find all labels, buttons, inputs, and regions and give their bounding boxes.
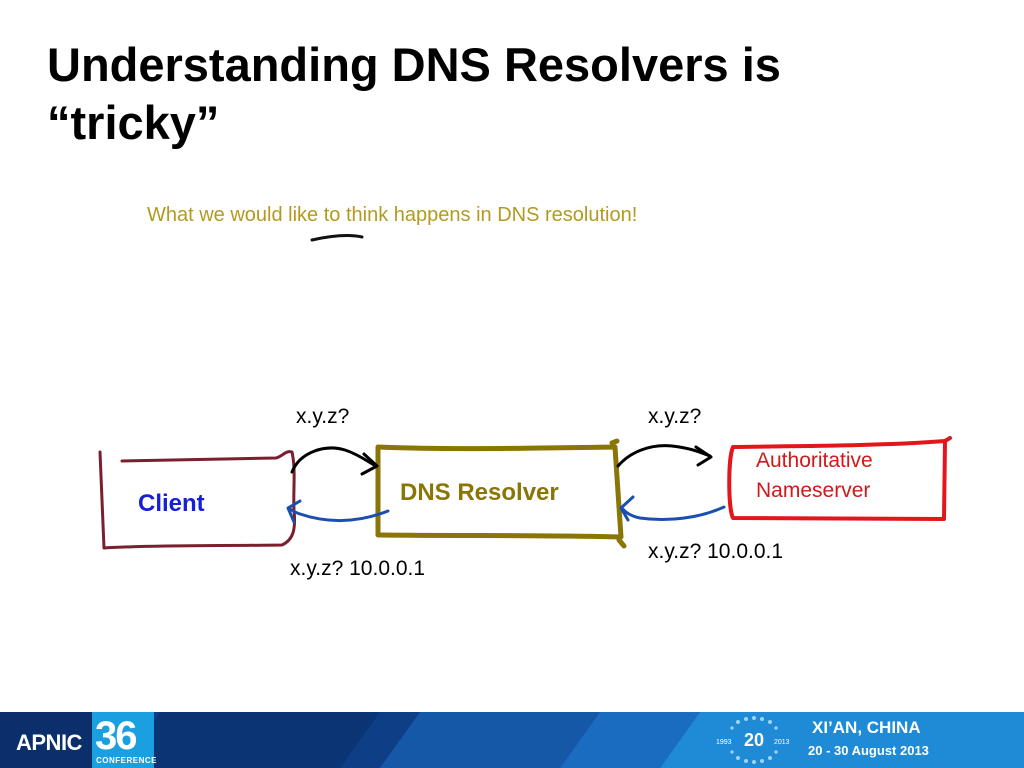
query-arrow-2 — [616, 444, 712, 468]
query-label-resolver-auth: x.y.z? — [648, 405, 702, 428]
answer-arrow-2 — [620, 505, 726, 521]
resolver-label: DNS Resolver — [400, 479, 559, 506]
conference-number: 36 — [95, 714, 137, 758]
anniv-year-start: 1993 — [716, 739, 732, 746]
slide-title: Understanding DNS Resolvers is “tricky” — [47, 38, 781, 149]
query-arrow-1 — [290, 446, 378, 474]
anniversary-logo: 1993 20 2013 — [716, 716, 790, 764]
resolver-box-corner — [609, 438, 627, 549]
query-label-client-resolver: x.y.z? — [296, 405, 350, 428]
apnic-logo-text: APNIC — [16, 730, 82, 755]
client-label: Client — [138, 490, 205, 517]
auth-label-line2: Nameserver — [756, 479, 871, 502]
answer-arrowhead-1 — [286, 499, 302, 524]
query-arrowhead-1 — [360, 452, 379, 476]
slide-subtitle: What we would like to think happens in D… — [147, 204, 638, 226]
footer-band: APNIC 36 CONFERENCE 1993 20 2013 XI’AN, … — [0, 712, 1024, 768]
underline-mark — [310, 234, 364, 242]
answer-arrow-1 — [287, 506, 390, 522]
event-location: XI’AN, CHINA — [812, 718, 921, 737]
anniv-number: 20 — [744, 730, 764, 750]
answer-label-resolver-client: x.y.z? 10.0.0.1 — [290, 557, 426, 580]
answer-label-auth-resolver: x.y.z? 10.0.0.1 — [648, 540, 784, 563]
authoritative-nameserver-label: Authoritative Nameserver — [756, 446, 873, 506]
query-arrowhead-2 — [694, 445, 713, 467]
conference-word: CONFERENCE — [96, 756, 158, 765]
footer-stripes — [0, 712, 1024, 768]
auth-label-line1: Authoritative — [756, 449, 873, 472]
dns-diagram — [98, 234, 952, 550]
auth-box-corner — [943, 436, 952, 443]
resolver-box — [375, 444, 624, 540]
auth-box — [727, 439, 947, 521]
event-dates: 20 - 30 August 2013 — [808, 743, 929, 758]
answer-arrowhead-2 — [619, 495, 635, 522]
client-box — [98, 450, 297, 550]
anniv-year-end: 2013 — [774, 739, 790, 746]
